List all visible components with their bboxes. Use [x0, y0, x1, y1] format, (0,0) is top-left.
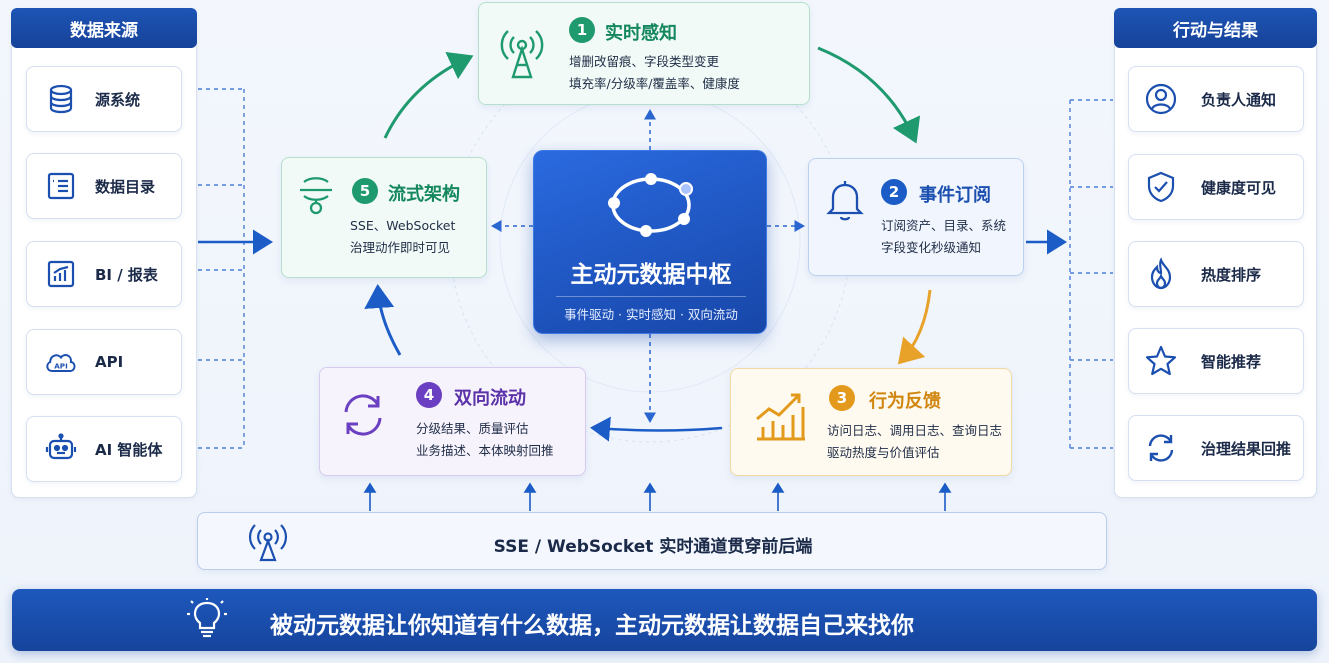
- result-item-health-visible[interactable]: 健康度可见: [1128, 154, 1304, 220]
- source-item-label: 源系统: [95, 90, 141, 109]
- database-icon: [43, 81, 79, 117]
- step-desc-line2: 填充率/分级率/覆盖率、健康度: [569, 76, 740, 91]
- step-desc-line1: 分级结果、质量评估: [416, 421, 529, 436]
- hub-title: 主动元数据中枢: [570, 262, 732, 288]
- left-bracket: [198, 88, 245, 449]
- source-item-label: 数据目录: [95, 177, 156, 196]
- step-desc-line1: SSE、WebSocket: [350, 218, 456, 233]
- step-card-streaming-architecture[interactable]: 5 流式架构 SSE、WebSocket 治理动作即时可见: [281, 157, 487, 278]
- sync-icon: [1143, 430, 1179, 466]
- step-number-badge: 5: [352, 178, 378, 204]
- step-title: 流式架构: [388, 184, 460, 205]
- right-bracket: [1069, 99, 1113, 449]
- step-title: 实时感知: [605, 23, 677, 44]
- step-title: 双向流动: [454, 388, 526, 409]
- channel-text: SSE / WebSocket 实时通道贯穿前后端: [493, 537, 813, 557]
- step-card-bidirectional-flow[interactable]: 4 双向流动 分级结果、质量评估 业务描述、本体映射回推: [319, 367, 586, 476]
- stream-icon: [294, 172, 338, 216]
- step-desc-line2: 字段变化秒级通知: [881, 240, 982, 255]
- source-item-label: AI 智能体: [95, 440, 163, 459]
- result-item-label: 智能推荐: [1201, 352, 1262, 371]
- step-title: 事件订阅: [919, 185, 991, 206]
- source-item-ai-agent[interactable]: AI 智能体: [26, 416, 182, 482]
- hub-divider: [556, 296, 746, 297]
- source-item-api[interactable]: API API: [26, 329, 182, 395]
- shield-check-icon: [1143, 169, 1179, 205]
- step-desc-line1: 增删改留痕、字段类型变更: [569, 54, 720, 69]
- source-item-bi-report[interactable]: BI / 报表: [26, 241, 182, 307]
- summary-banner: 被动元数据让你知道有什么数据，主动元数据让数据自己来找你: [12, 589, 1317, 651]
- step-desc-line2: 业务描述、本体映射回推: [416, 443, 554, 458]
- arrow-1-to-2: [817, 46, 921, 144]
- lightbulb-icon: [184, 597, 230, 647]
- result-item-label: 热度排序: [1201, 265, 1262, 284]
- step-desc-line2: 治理动作即时可见: [350, 240, 451, 255]
- left-panel-title: 数据来源: [11, 8, 197, 48]
- step-desc-line1: 访问日志、调用日志、查询日志: [827, 423, 1003, 438]
- step-number-badge: 1: [569, 17, 595, 43]
- step-number-badge: 4: [416, 382, 442, 408]
- right-panel-title: 行动与结果: [1114, 8, 1317, 48]
- robot-icon: [43, 431, 79, 467]
- arrow-4-to-5: [364, 284, 402, 356]
- result-item-label: 负责人通知: [1201, 90, 1277, 109]
- banner-text: 被动元数据让你知道有什么数据，主动元数据让数据自己来找你: [270, 613, 914, 639]
- arrow-3-to-4: [590, 416, 723, 442]
- trend-chart-icon: [751, 387, 809, 445]
- network-ring-icon: [606, 165, 696, 245]
- star-icon: [1143, 343, 1179, 379]
- step-desc-line1: 订阅资产、目录、系统: [881, 218, 1007, 233]
- step-desc-line2: 驱动热度与价值评估: [827, 445, 940, 460]
- cloud-api-icon: API: [43, 344, 79, 380]
- result-item-label: 治理结果回推: [1201, 439, 1292, 458]
- arrow-2-to-3: [897, 289, 932, 365]
- bell-icon: [823, 177, 867, 223]
- antenna-icon: [497, 25, 547, 81]
- arrow-5-to-1: [383, 52, 474, 139]
- result-item-label: 健康度可见: [1201, 178, 1277, 197]
- step-card-realtime-sensing[interactable]: 1 实时感知 增删改留痕、字段类型变更 填充率/分级率/覆盖率、健康度: [478, 2, 810, 105]
- source-item-label: BI / 报表: [95, 265, 158, 284]
- step-card-behavior-feedback[interactable]: 3 行为反馈 访问日志、调用日志、查询日志 驱动热度与价值评估: [730, 368, 1012, 476]
- bar-chart-icon: [43, 256, 79, 292]
- hub-subtitle: 事件驱动 · 实时感知 · 双向流动: [564, 307, 738, 322]
- catalog-icon: [43, 168, 79, 204]
- source-item-data-catalog[interactable]: 数据目录: [26, 153, 182, 219]
- result-item-smart-recommend[interactable]: 智能推荐: [1128, 328, 1304, 394]
- result-item-heat-ranking[interactable]: 热度排序: [1128, 241, 1304, 307]
- realtime-channel-bar: SSE / WebSocket 实时通道贯穿前后端: [197, 512, 1107, 570]
- channel-up-arrows: [363, 482, 952, 511]
- source-item-label: API: [95, 353, 124, 371]
- svg-text:API: API: [54, 361, 68, 370]
- step-number-badge: 2: [881, 179, 907, 205]
- step-card-event-subscription[interactable]: 2 事件订阅 订阅资产、目录、系统 字段变化秒级通知: [808, 158, 1024, 276]
- result-item-governance-push[interactable]: 治理结果回推: [1128, 415, 1304, 481]
- step-title: 行为反馈: [869, 391, 941, 412]
- metadata-hub[interactable]: 主动元数据中枢 事件驱动 · 实时感知 · 双向流动: [533, 150, 767, 334]
- source-item-source-system[interactable]: 源系统: [26, 66, 182, 132]
- user-icon: [1143, 81, 1179, 117]
- step-number-badge: 3: [829, 385, 855, 411]
- broadcast-icon: [246, 522, 290, 566]
- flame-icon: [1143, 256, 1179, 292]
- result-item-owner-notify[interactable]: 负责人通知: [1128, 66, 1304, 132]
- cycle-arrows-icon: [336, 388, 390, 442]
